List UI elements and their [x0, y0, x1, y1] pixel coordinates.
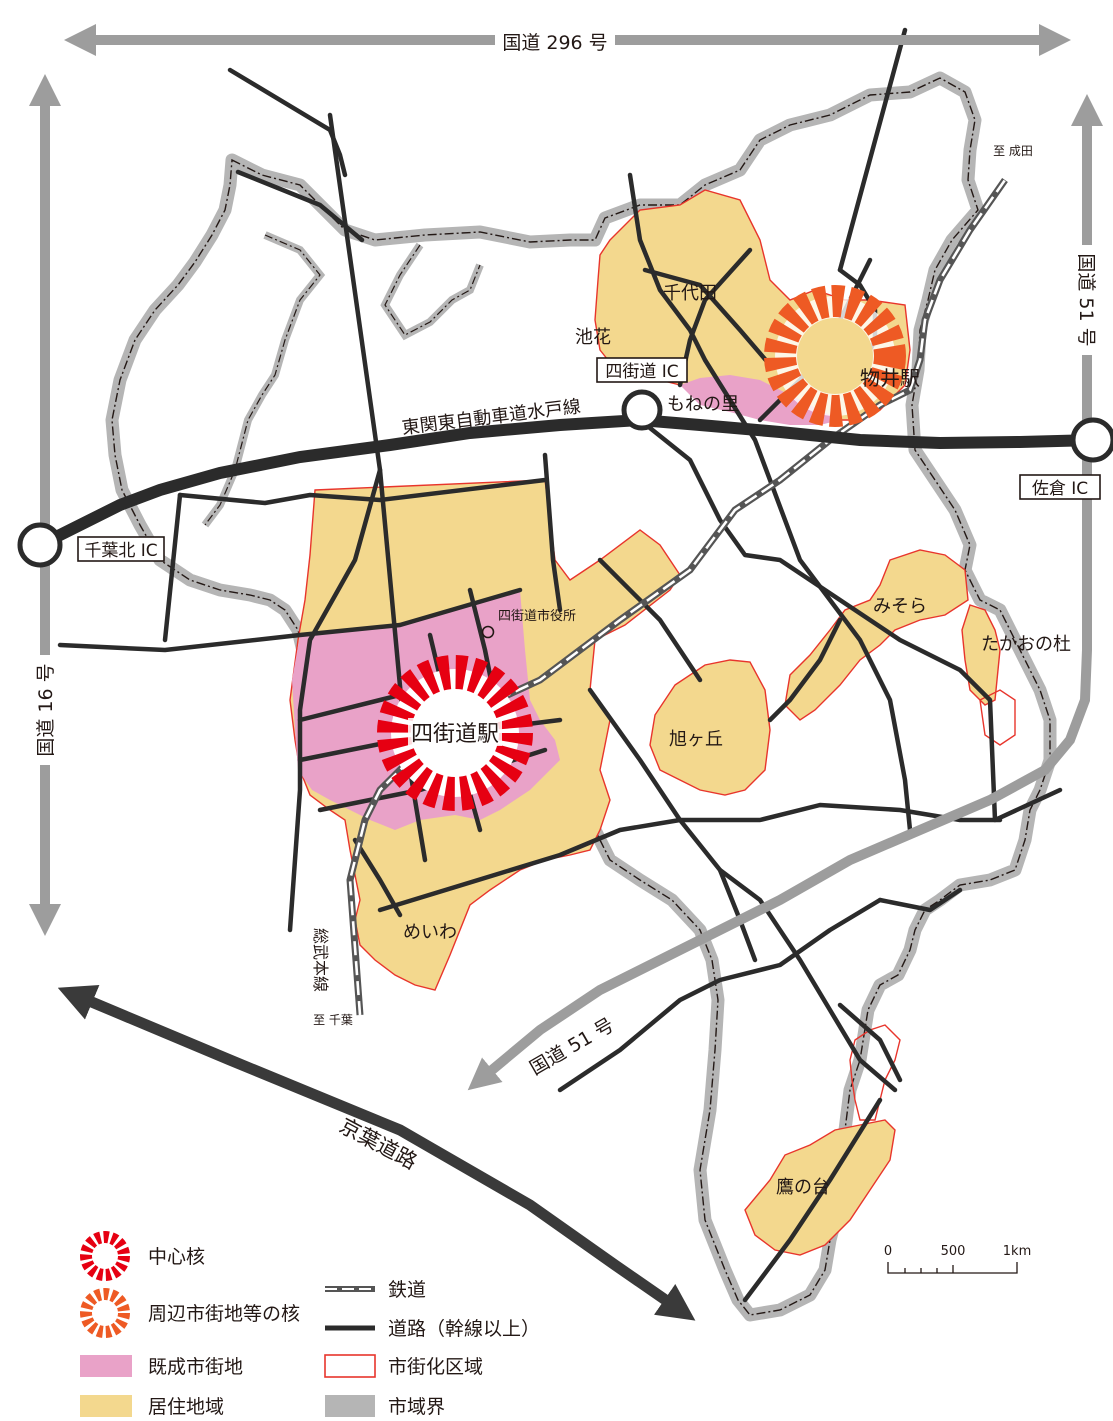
legend-road: 道路（幹線以上）: [325, 1318, 540, 1340]
railway-labels: 至 成田 至 千葉 総武本線: [311, 144, 1033, 1027]
svg-text:既成市街地: 既成市街地: [148, 1356, 243, 1378]
legend-urbanization-area: 市街化区域: [324, 1354, 483, 1378]
district-takanodai: 鷹の台: [776, 1176, 830, 1198]
district-meiwa: めいわ: [403, 922, 457, 943]
svg-text:道路（幹線以上）: 道路（幹線以上）: [388, 1318, 540, 1340]
svg-text:周辺市街地等の核: 周辺市街地等の核: [148, 1303, 300, 1325]
svg-text:市街化区域: 市街化区域: [388, 1356, 483, 1378]
legend-existing-urban: 既成市街地: [80, 1355, 243, 1378]
district-ikehana: 池花: [575, 327, 611, 348]
to-chiba-label: 至 千葉: [313, 1013, 353, 1027]
district-labels: 千代田 池花 もねの里 みそら たかおの杜 旭ヶ丘 めいわ 鷹の台: [403, 283, 1071, 1198]
sobu-line-label: 総武本線: [311, 928, 330, 992]
district-asahi: 旭ヶ丘: [669, 729, 723, 750]
legend-railway: 鉄道: [325, 1279, 426, 1301]
legend-central-core: 中心核: [80, 1231, 205, 1281]
svg-text:居住地域: 居住地域: [148, 1396, 224, 1418]
to-narita-label: 至 成田: [993, 144, 1033, 158]
svg-text:鉄道: 鉄道: [388, 1279, 426, 1301]
route-16-label: 国道 16 号: [35, 663, 57, 756]
interchange-yotsukaido: [621, 389, 663, 431]
keiyo-road-arrow: [57, 984, 696, 1321]
monoi-station-label: 物井駅: [860, 366, 920, 390]
scale-mid: 500: [941, 1244, 966, 1259]
ic-label-yotsukaido: 四街道 IC: [596, 357, 688, 383]
peripheral-core-marker: [764, 285, 906, 427]
scale-end: 1km: [1003, 1244, 1031, 1259]
interchange-sakura: [1070, 417, 1113, 463]
city-hall-marker: [481, 625, 495, 639]
route-51-east-label: 国道 51 号: [1075, 253, 1097, 346]
route-296-label: 国道 296 号: [502, 32, 607, 54]
legend-peripheral-core: 周辺市街地等の核: [80, 1288, 300, 1338]
city-hall-label: 四街道市役所: [498, 608, 576, 624]
svg-text:市域界: 市域界: [388, 1396, 445, 1418]
route-51-south-label: 国道 51 号: [526, 1014, 618, 1080]
station-labels: 四街道駅 物井駅: [408, 366, 920, 747]
yotsukaido-station-label: 四街道駅: [411, 722, 499, 747]
interchange-chibakita: [17, 522, 63, 568]
svg-text:千葉北 IC: 千葉北 IC: [84, 541, 157, 561]
legend-city-boundary: 市域界: [325, 1395, 445, 1418]
scale-zero: 0: [884, 1244, 892, 1259]
legend: 中心核 周辺市街地等の核 既成市街地 居住地域 鉄道 道路（幹線以上） 市街化区…: [80, 1231, 540, 1418]
district-mone: もねの里: [667, 394, 739, 415]
svg-text:佐倉 IC: 佐倉 IC: [1032, 479, 1088, 499]
legend-residential: 居住地域: [80, 1395, 224, 1418]
district-misora: みそら: [873, 596, 927, 617]
district-chiyoda: 千代田: [663, 283, 717, 304]
district-takao: たかおの杜: [981, 634, 1071, 655]
svg-text:四街道 IC: 四街道 IC: [605, 362, 678, 382]
scale-bar: 0 500 1km: [884, 1244, 1031, 1274]
ic-label-sakura: 佐倉 IC: [1019, 474, 1101, 500]
svg-text:中心核: 中心核: [148, 1246, 205, 1268]
ic-label-chibakita: 千葉北 IC: [77, 536, 165, 562]
